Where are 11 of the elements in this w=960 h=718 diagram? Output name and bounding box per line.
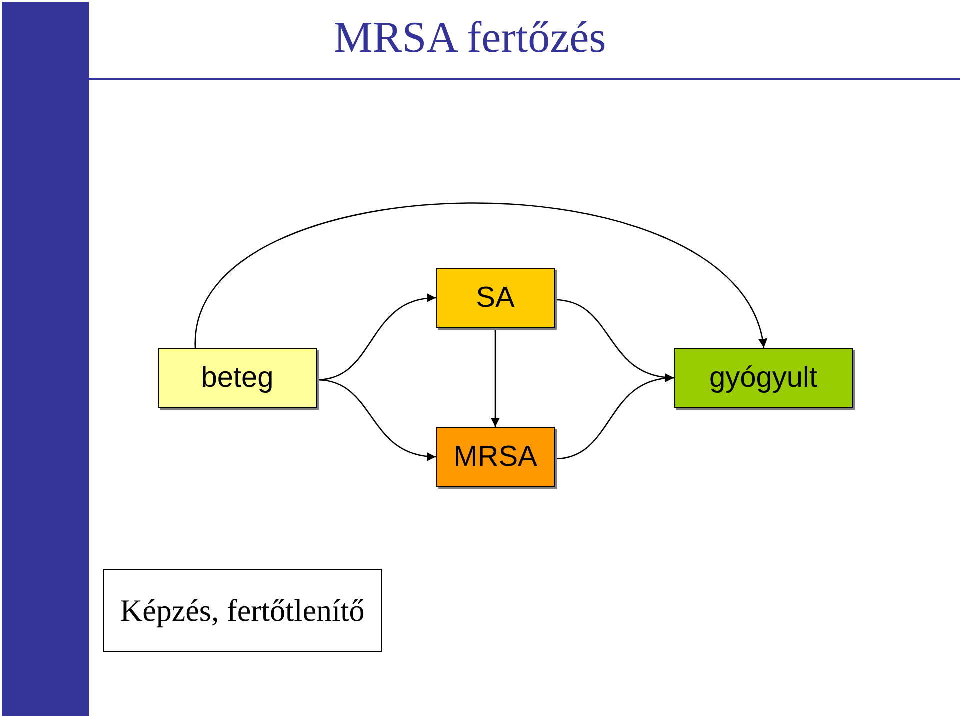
arrow	[490, 328, 500, 427]
note-box: Képzés, fertőtlenítő	[103, 569, 382, 652]
arrow	[316, 294, 436, 381]
process-box: gyógyult	[674, 348, 853, 408]
process-box: MRSA	[436, 427, 555, 487]
arrow	[554, 374, 674, 460]
arrow	[316, 379, 436, 461]
arrow	[194, 202, 766, 348]
process-box: beteg	[158, 348, 317, 408]
process-box: SA	[436, 268, 555, 328]
title: MRSA fertőzés	[332, 12, 608, 63]
